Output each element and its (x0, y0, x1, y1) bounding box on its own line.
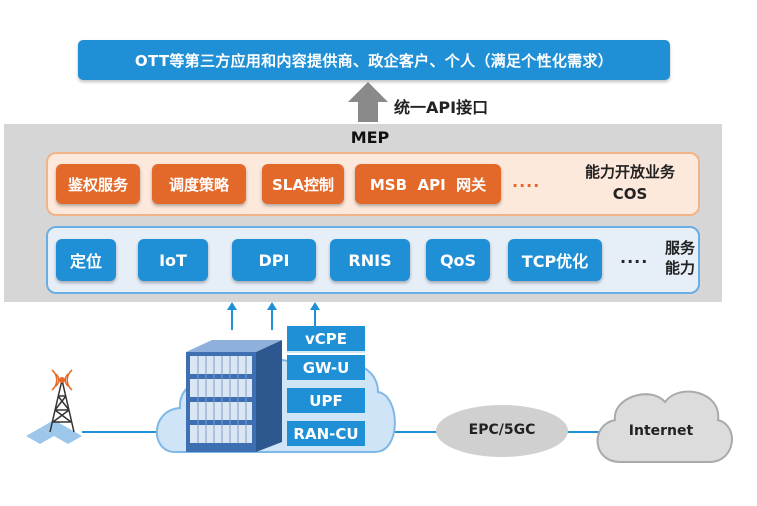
service-item-qos: QoS (426, 239, 490, 281)
service-item-rnis: RNIS (330, 239, 410, 281)
api-label: 统一API接口 (394, 98, 489, 117)
service-ellipsis: .... (620, 248, 649, 267)
up-arrow-icon (348, 82, 388, 122)
service-item-dpi: DPI (232, 239, 316, 281)
service-label-line1: 服务 (664, 239, 695, 257)
cos-item-sla: SLA控制 (262, 164, 344, 204)
top-banner: OTT等第三方应用和内容提供商、政企客户、个人（满足个性化需求） (78, 40, 670, 80)
cos-label-line2: COS (612, 185, 648, 203)
cos-ellipsis: .... (512, 172, 541, 191)
stack-vcpe: vCPE (287, 326, 365, 353)
cos-item-auth: 鉴权服务 (56, 164, 140, 204)
stack-upf: UPF (287, 388, 365, 415)
stack-ran-cu: RAN-CU (287, 421, 365, 448)
service-label: 服务 能力 (658, 238, 702, 278)
cos-label: 能力开放业务 COS (570, 161, 690, 205)
internet-label: Internet (628, 423, 694, 439)
service-item-tcp-opt: TCP优化 (508, 239, 602, 281)
cos-label-line1: 能力开放业务 (584, 163, 675, 181)
cos-item-scheduling: 调度策略 (152, 164, 246, 204)
internet-cloud-icon (596, 390, 733, 463)
epc-ellipse (436, 405, 568, 457)
mep-title: MEP (350, 128, 390, 147)
service-label-line2: 能力 (664, 259, 695, 277)
radio-tower-icon (26, 369, 82, 444)
server-rack-icon (186, 340, 282, 452)
cos-item-msb-gateway: MSB API 网关 (355, 164, 501, 204)
uplink-arrows (227, 302, 320, 330)
stack-gw-u: GW-U (287, 355, 365, 382)
service-item-location: 定位 (56, 239, 116, 281)
epc-label: EPC/5GC (468, 422, 536, 438)
service-item-iot: IoT (138, 239, 208, 281)
